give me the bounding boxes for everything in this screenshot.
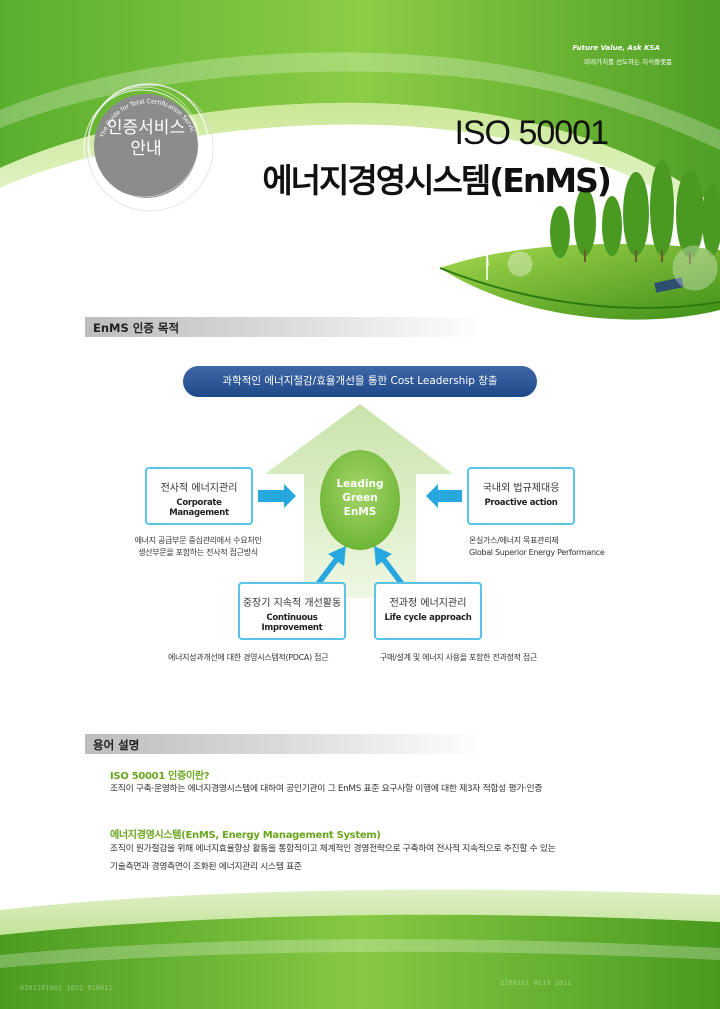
badge-title-line1: 인증서비스 xyxy=(106,118,186,138)
box-en-label: Corporate Management xyxy=(169,498,229,518)
svg-text:1100101 0110 1011: 1100101 0110 1011 xyxy=(500,979,572,987)
arrow-up-from-lifecycle xyxy=(374,546,404,586)
glossary-definition-line1: 조직이 원가절감을 위해 에너지효율향상 활동을 통합적이고 체계적인 경영전략… xyxy=(110,844,556,854)
box-description-line1: 에너지 공급부문 중심관리에서 수요처인 xyxy=(134,536,262,545)
page-title-line1: ISO 50001 xyxy=(454,114,609,152)
glossary-term: ISO 50001 인증이란? xyxy=(110,771,210,782)
box-ko-label: 중장기 지속적 개선활동 xyxy=(242,598,342,609)
box-en-label: Continuous Improvement xyxy=(261,613,323,633)
box-description: 에너지성과개선에 대한 경영시스템적(PDCA) 접근 xyxy=(168,652,378,664)
badge-circles-graphic xyxy=(83,83,214,212)
purpose-section-heading: EnMS 인증 목적 xyxy=(93,321,180,335)
box-description-line1: 구매/설계 및 에너지 사용을 포함한 전과정적 접근 xyxy=(380,653,538,662)
purpose-section-heading-bar: EnMS 인증 목적 xyxy=(85,317,485,337)
box-ko-label: 전사적 에너지관리 xyxy=(160,483,238,494)
arrow-up-from-continuous xyxy=(316,546,346,586)
box-en-label: Proactive action xyxy=(484,498,558,508)
box-description-line1: 에너지성과개선에 대한 경영시스템적(PDCA) 접근 xyxy=(168,653,329,662)
glossary-definition-line1: 조직이 구축·운영하는 에너지경영시스템에 대하여 공인기관이 그 EnMS 표… xyxy=(110,784,543,794)
box-description-line2: Global Superior Energy Performance xyxy=(469,548,605,557)
box-ko-label: 국내외 법규제대응 xyxy=(482,483,560,494)
svg-text:0101101001 1011 010011: 0101101001 1011 010011 xyxy=(20,984,113,992)
arrow-right-from-corporate xyxy=(258,484,296,508)
box-continuous-improvement: 중장기 지속적 개선활동 Continuous Improvement xyxy=(238,582,346,640)
box-proactive-action: 국내외 법규제대응 Proactive action xyxy=(467,467,575,525)
badge-title: 인증서비스 안내 xyxy=(78,118,214,160)
tagline-en: Future Value, Ask KSA xyxy=(572,44,660,52)
glossary-definition: 조직이 원가절감을 위해 에너지효율향상 활동을 통합적이고 체계적인 경영전략… xyxy=(110,840,640,876)
box-ko-label: 전과정 에너지관리 xyxy=(389,598,467,609)
center-label-line2: Green xyxy=(342,492,378,504)
glossary-definition-line2: 기술측면과 경영측면이 조화된 에너지관리 시스템 표준 xyxy=(110,862,302,872)
purpose-diagram-graphic xyxy=(258,404,462,598)
center-label-line1: Leading xyxy=(336,478,384,490)
box-corporate-management: 전사적 에너지관리 Corporate Management xyxy=(145,467,253,525)
center-label-line3: EnMS xyxy=(343,506,377,518)
box-description: 구매/설계 및 에너지 사용을 포함한 전과정적 접근 xyxy=(380,652,610,664)
glossary-definition: 조직이 구축·운영하는 에너지경영시스템에 대하여 공인기관이 그 EnMS 표… xyxy=(110,780,640,798)
box-description: 온실가스/에너지 목표관리제 Global Superior Energy Pe… xyxy=(469,535,649,559)
center-label: Leading Green EnMS xyxy=(318,477,402,519)
center-oval xyxy=(320,450,400,550)
glossary-term: 에너지경영시스템(EnMS, Energy Management System) xyxy=(110,830,381,841)
box-description: 에너지 공급부문 중심관리에서 수요처인 생산부문을 포함하는 전사적 접근방식 xyxy=(113,535,283,559)
badge-arc-text: The Guide for Total Certification Servic… xyxy=(80,78,196,140)
tagline-ko: 미래가치를 선도하는 지식플랫폼 xyxy=(584,58,672,66)
glossary-section-heading: 용어 설명 xyxy=(93,738,140,752)
goal-banner: 과학적인 에너지절감/효율개선을 통한 Cost Leadership 창출 xyxy=(183,366,537,397)
page-title-line2: 에너지경영시스템(EnMS) xyxy=(262,161,612,200)
footer-swoosh-graphic: 0101101001 1011 010011 1100101 0110 1011 xyxy=(0,889,720,1009)
glossary-section-heading-bar: 용어 설명 xyxy=(85,734,485,754)
badge-title-line2: 안내 xyxy=(130,139,162,159)
box-description-line1: 온실가스/에너지 목표관리제 xyxy=(469,536,559,545)
box-description-line2: 생산부문을 포함하는 전사적 접근방식 xyxy=(138,548,258,557)
arrow-left-from-proactive xyxy=(426,484,462,508)
box-en-label: Life cycle approach xyxy=(384,613,472,623)
box-life-cycle-approach: 전과정 에너지관리 Life cycle approach xyxy=(374,582,482,640)
